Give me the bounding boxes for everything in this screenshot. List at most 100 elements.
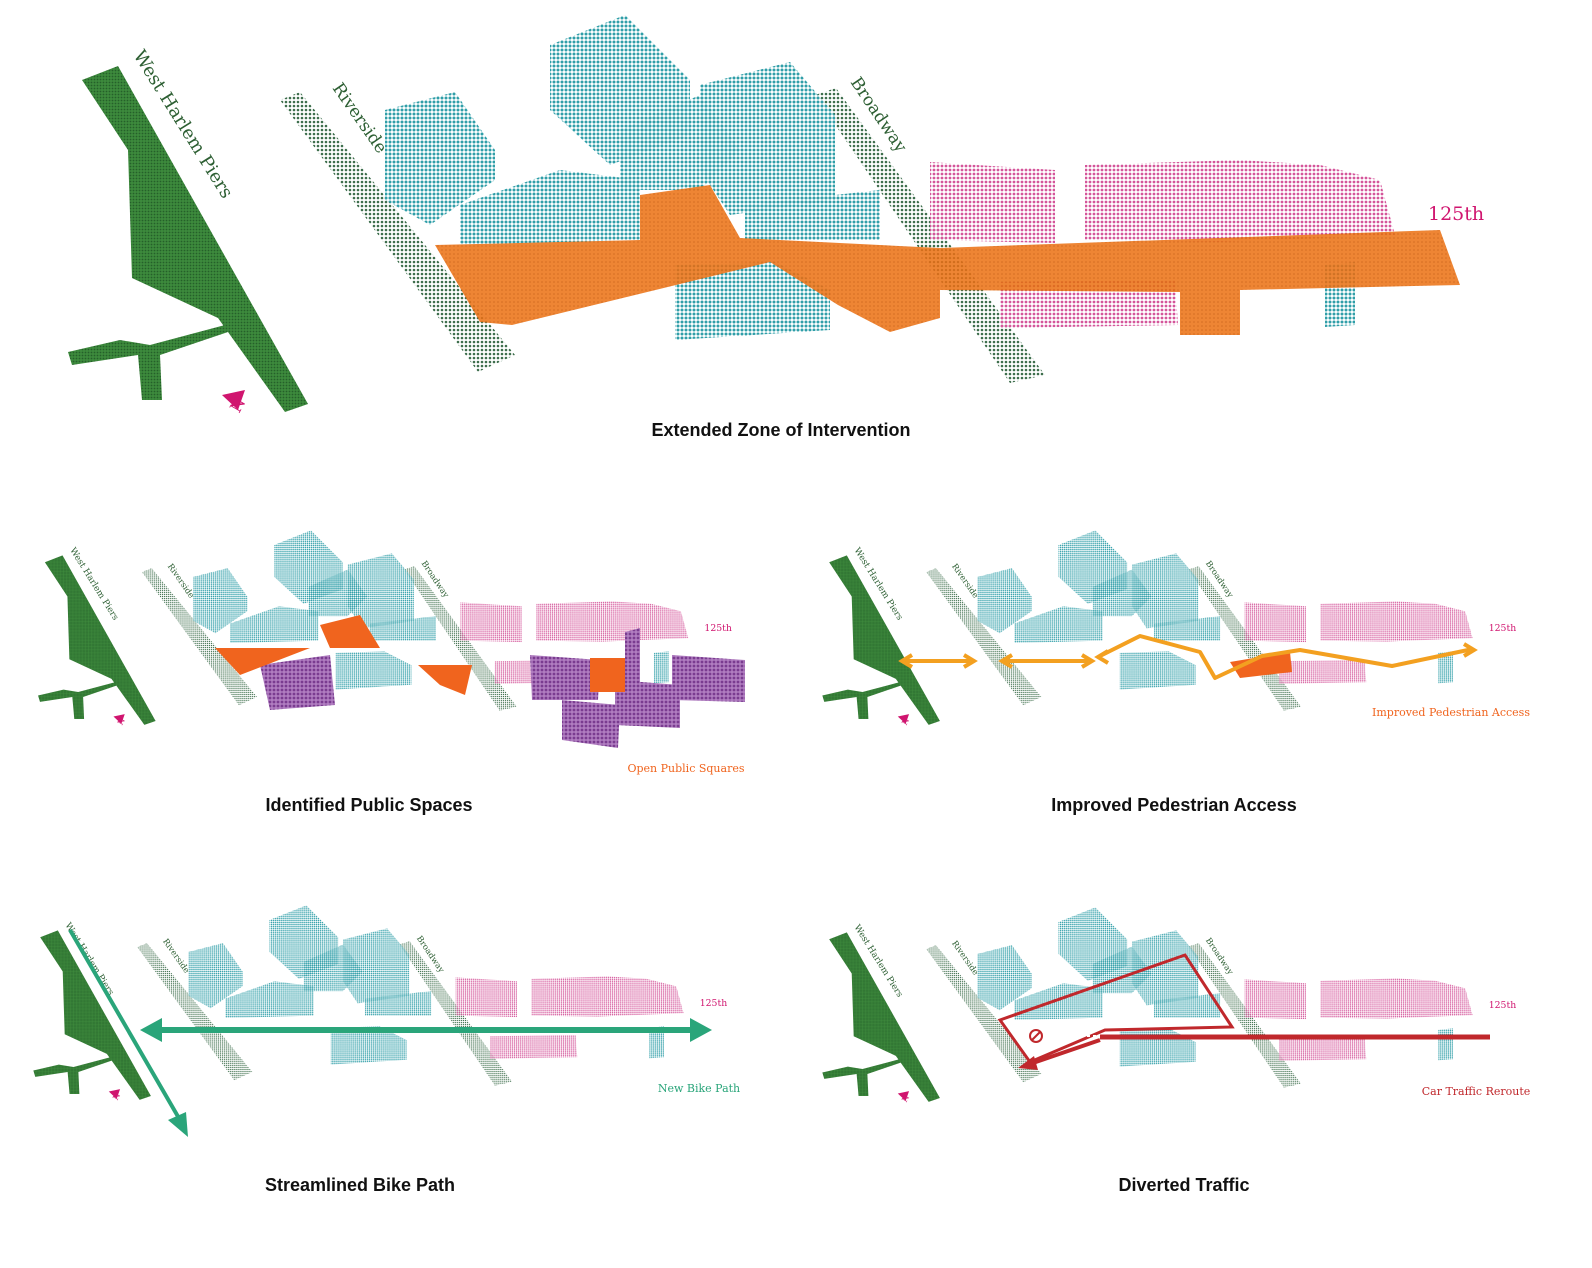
- campus-building: [1132, 553, 1199, 629]
- neighborhood-block: [1085, 160, 1395, 242]
- campus-building: [1438, 651, 1453, 684]
- campus-building: [335, 651, 412, 690]
- campus-building: [1119, 1028, 1196, 1067]
- street-label-125th: 125th: [1428, 203, 1484, 225]
- campus-building: [347, 553, 414, 629]
- north-arrow-icon: [113, 714, 125, 724]
- west-harlem-piers-park: [44, 555, 156, 725]
- pedestrian-route: [1100, 634, 1470, 680]
- broadway-strip: [1188, 566, 1302, 711]
- arrowhead-icon: [998, 653, 1014, 669]
- neighborhood-block: [1244, 602, 1306, 643]
- neighborhood-block: [1320, 601, 1473, 642]
- campus-building: [1014, 606, 1103, 644]
- north-label: N: [900, 716, 911, 727]
- pier: [38, 682, 117, 719]
- arrowhead-icon: [1018, 1056, 1038, 1070]
- neighborhood-block: [531, 976, 684, 1017]
- campus-building: [1154, 616, 1221, 641]
- campus-building: [675, 262, 830, 340]
- neighborhood-block: [1244, 979, 1306, 1020]
- purple-building: [625, 628, 640, 690]
- purple-building: [530, 655, 600, 700]
- campus-building: [188, 943, 243, 1009]
- open-public-square: [215, 648, 310, 675]
- west-harlem-piers-park: [82, 66, 308, 412]
- pier: [822, 1059, 901, 1096]
- north-label: N: [111, 1091, 122, 1102]
- traffic-diversion: [1029, 1038, 1101, 1066]
- north-arrow-icon: [897, 714, 910, 724]
- pier: [822, 682, 901, 719]
- arrowhead-icon: [1080, 653, 1096, 669]
- legend-label: Car Traffic Reroute: [1422, 1085, 1531, 1098]
- arrowhead-south-icon: [168, 1112, 188, 1137]
- panel-title: Improved Pedestrian Access: [1051, 795, 1297, 815]
- north-arrow-icon: [222, 390, 245, 410]
- purple-building: [562, 700, 620, 748]
- campus-building: [369, 616, 436, 641]
- riverside-drive-strip: [141, 568, 258, 706]
- campus-building: [653, 651, 669, 684]
- campus-building: [330, 1026, 407, 1065]
- campus-building: [649, 1026, 664, 1059]
- campus-building: [1119, 651, 1196, 690]
- neighborhood-block: [1320, 978, 1473, 1019]
- purple-building: [672, 655, 745, 702]
- pier: [68, 325, 228, 400]
- no-entry-slash: [1031, 1031, 1041, 1041]
- neighborhood-block: [1000, 280, 1178, 328]
- panel-title: Diverted Traffic: [1118, 1175, 1250, 1195]
- legend-label: Improved Pedestrian Access: [1372, 706, 1530, 719]
- campus-building: [343, 928, 410, 1004]
- pedestrian-plaza: [1230, 652, 1292, 678]
- campus-building: [460, 170, 640, 245]
- arrowhead-icon: [962, 653, 978, 669]
- north-arrow-icon: [108, 1089, 121, 1099]
- west-harlem-piers-park: [829, 555, 940, 725]
- neighborhood-block: [1279, 660, 1367, 684]
- campus-building: [745, 190, 880, 240]
- street-label-125th: 125th: [1489, 623, 1516, 634]
- north-arrow-icon: [897, 1091, 910, 1101]
- open-public-square: [320, 615, 380, 648]
- arrowhead-east-icon: [690, 1018, 712, 1042]
- campus-building: [230, 606, 319, 644]
- campus-building: [365, 991, 432, 1016]
- arrowhead-icon: [1094, 649, 1110, 665]
- open-public-square: [418, 665, 472, 695]
- neighborhood-block: [536, 601, 689, 642]
- riverside-drive-strip: [926, 568, 1042, 706]
- purple-building: [260, 655, 335, 710]
- panel-title: Streamlined Bike Path: [264, 1175, 456, 1195]
- neighborhood-block: [930, 162, 1055, 243]
- campus-building: [1154, 993, 1221, 1018]
- legend-label: Open Public Squares: [627, 762, 744, 775]
- neighborhood-block: [490, 1035, 578, 1059]
- purple-building: [615, 680, 680, 728]
- panel-title: Extended Zone of Intervention: [651, 420, 911, 440]
- north-label: N: [900, 1093, 911, 1104]
- zone-of-intervention: [435, 185, 1460, 335]
- neighborhood-block: [455, 977, 517, 1018]
- north-label: N: [116, 716, 127, 727]
- arrowhead-icon: [1462, 642, 1478, 658]
- campus-building: [385, 92, 495, 225]
- neighborhood-block: [460, 602, 522, 643]
- panel-title: Identified Public Spaces: [265, 795, 473, 815]
- campus-building: [1132, 930, 1199, 1006]
- campus-building: [977, 945, 1032, 1011]
- legend-label: New Bike Path: [658, 1082, 740, 1095]
- campus-building: [1438, 1028, 1453, 1061]
